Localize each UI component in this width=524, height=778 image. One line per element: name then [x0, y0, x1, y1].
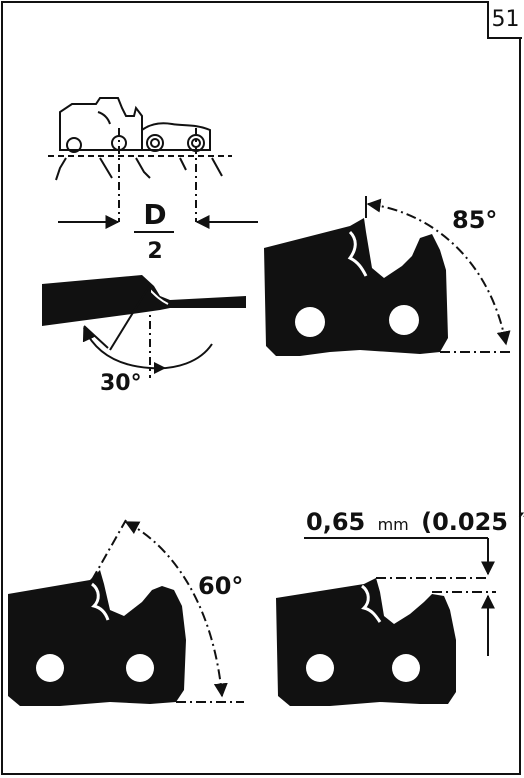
cutter-60-view: [8, 519, 244, 706]
page-number: 51: [487, 1, 522, 39]
top-plate-view: [42, 275, 246, 378]
angle-60-label: 60°: [198, 572, 243, 600]
chain-side-view: [48, 97, 258, 233]
cutter-85-view: [264, 196, 512, 356]
depth-value-label: 0,65 mm (0.025 ″): [306, 508, 524, 536]
depth-inch-mark: ″): [518, 508, 524, 536]
angle-85-label: 85°: [452, 206, 497, 234]
depth-inch-value: (0.025: [421, 508, 508, 536]
cutter-depth-view: [276, 537, 496, 706]
depth-mm-value: 0,65: [306, 508, 365, 536]
dimension-2-label: 2: [147, 239, 162, 264]
dimension-d-label: D: [143, 198, 166, 231]
angle-30-label: 30°: [100, 371, 142, 396]
depth-mm-unit: mm: [378, 515, 409, 534]
